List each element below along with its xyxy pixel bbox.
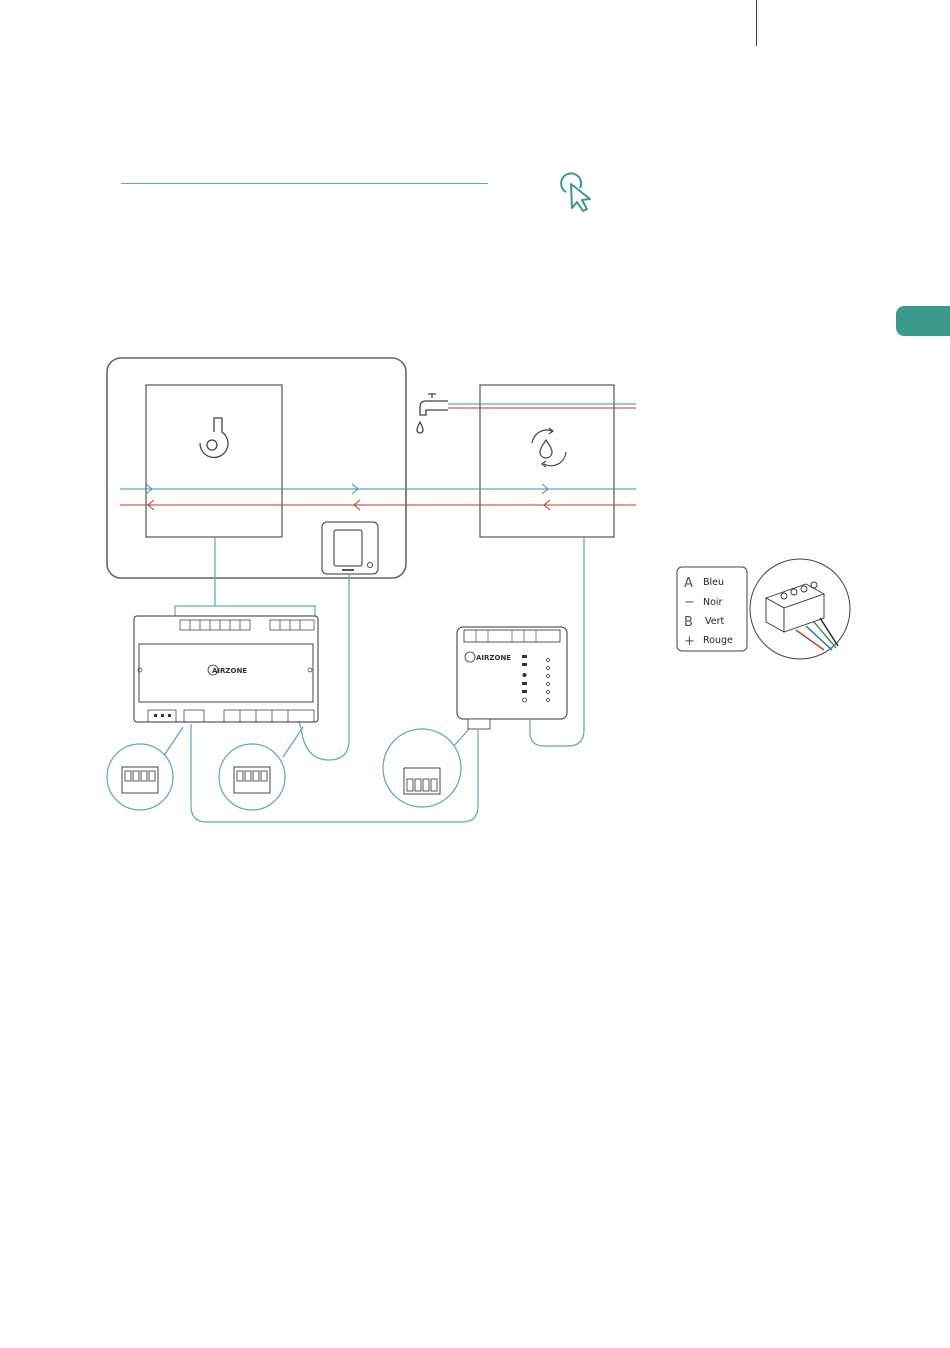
wire-legend: A Bleu − Noir B Vert + Rouge [677, 567, 747, 651]
fan-unit [146, 385, 282, 537]
water-tap-icon [417, 394, 448, 433]
terminal-zoom-3 [383, 729, 461, 807]
legend-label-noir: Noir [703, 597, 723, 608]
cursor-click-icon[interactable] [561, 173, 590, 211]
legend-label-bleu: Bleu [703, 577, 724, 588]
legend-symbol-minus: − [684, 595, 695, 610]
legend-label-vert: Vert [705, 616, 725, 627]
legend-label-rouge: Rouge [703, 635, 733, 646]
terminal-zoom-2 [219, 744, 285, 810]
thermostat [322, 522, 378, 574]
legend-symbol-b: B [684, 615, 693, 630]
terminal-zoom-1 [107, 744, 173, 810]
gateway-brand: AIRZONE [476, 654, 511, 662]
legend-symbol-plus: + [684, 634, 695, 649]
main-controller-board: AIRZONE [134, 616, 318, 722]
connector-wiring-zoom [750, 559, 850, 659]
airzone-gateway: AIRZONE [457, 627, 567, 729]
legend-symbol-a: A [684, 576, 693, 591]
